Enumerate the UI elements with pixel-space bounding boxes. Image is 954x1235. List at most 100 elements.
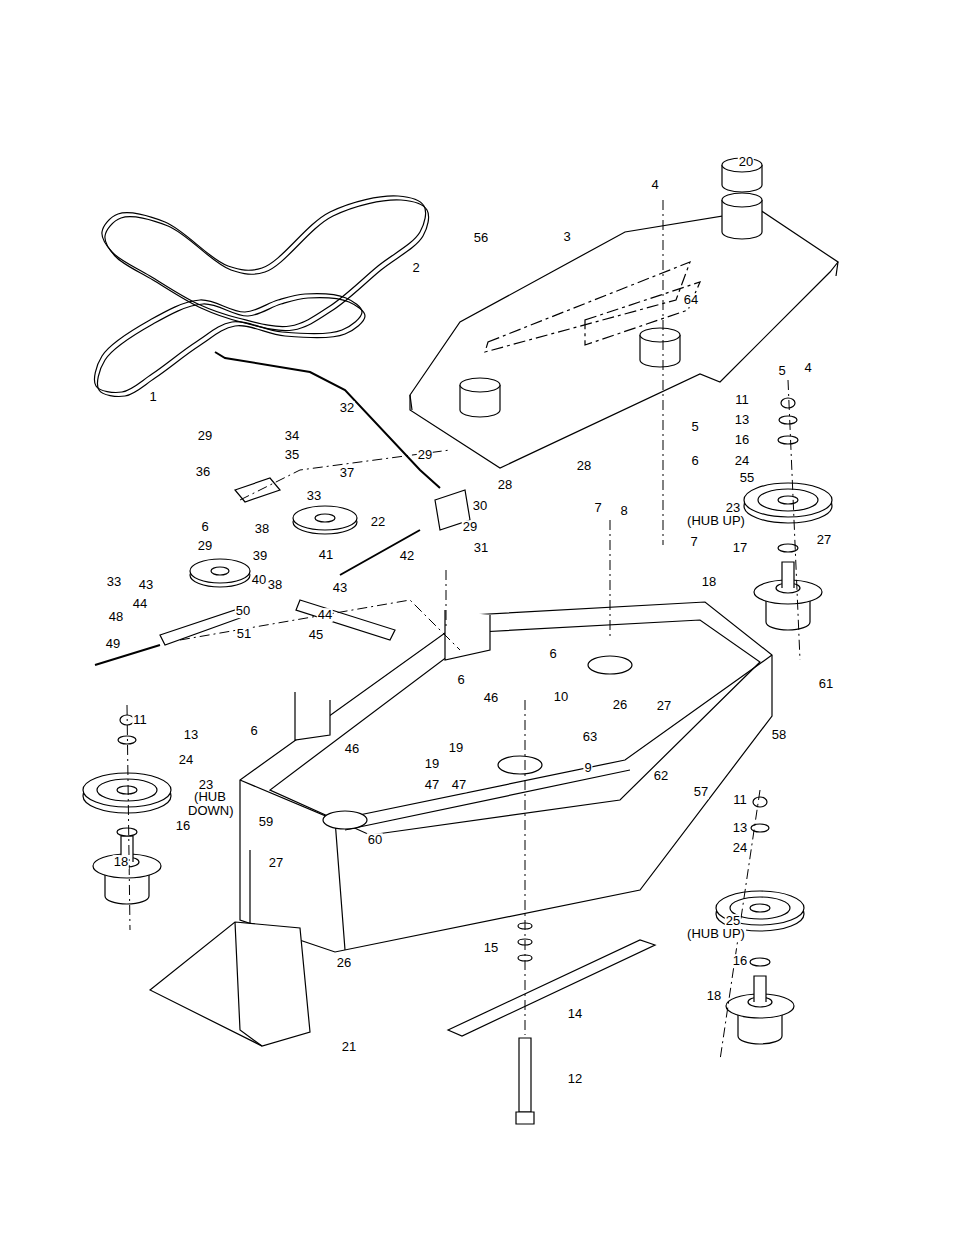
callout-number: 60: [367, 833, 383, 847]
callout-number: 27: [816, 533, 832, 547]
callout-number: 42: [399, 549, 415, 563]
leader-line: [720, 790, 760, 1060]
cover-cup: [460, 378, 500, 392]
callout-number: 1: [148, 390, 157, 404]
idler-pulley: [190, 559, 250, 583]
callout-number: 6: [249, 724, 258, 738]
callout-number: 24: [732, 841, 748, 855]
callout-number: 30: [472, 499, 488, 513]
callout-number: 8: [619, 504, 628, 518]
cover-cup: [722, 193, 762, 207]
callout-number: 17: [732, 541, 748, 555]
leader-line: [525, 700, 526, 1035]
callout-number: 35: [284, 448, 300, 462]
idler-bracket: [235, 478, 280, 502]
spindle-hole: [588, 656, 632, 674]
leader-line: [446, 570, 447, 630]
washer: [779, 416, 797, 424]
callout-number: 10: [553, 690, 569, 704]
idler-rod: [215, 352, 440, 488]
callout-number: (HUB UP): [686, 514, 746, 528]
leader-line: [663, 200, 664, 545]
decal-outline: [485, 262, 690, 352]
callout-number: 39: [252, 549, 268, 563]
callout-number: 43: [332, 581, 348, 595]
leader-line: [180, 600, 460, 650]
callout-number: 51: [236, 627, 252, 641]
nut: [781, 398, 795, 408]
spring: [95, 530, 420, 665]
callout-number: 6: [548, 647, 557, 661]
callout-number: 21: [341, 1040, 357, 1054]
washer: [117, 828, 137, 836]
callout-number: 50: [235, 604, 251, 618]
callout-number: 5: [690, 420, 699, 434]
callout-number: 55: [739, 471, 755, 485]
callout-number: 62: [653, 769, 669, 783]
callout-number: 18: [701, 575, 717, 589]
callout-number: 41: [318, 548, 334, 562]
leader-line: [127, 705, 130, 930]
callout-number: 16: [175, 819, 191, 833]
callout-number: 11: [734, 393, 750, 407]
callout-number: 63: [582, 730, 598, 744]
pulley-hub: [778, 496, 798, 504]
callout-number: 44: [132, 597, 148, 611]
callout-number: 33: [106, 575, 122, 589]
callout-number: 4: [803, 361, 812, 375]
idler-pulley: [293, 506, 357, 530]
callout-number: 12: [567, 1072, 583, 1086]
callout-number: 38: [267, 578, 283, 592]
leader-line: [610, 520, 611, 640]
callout-number: 46: [344, 742, 360, 756]
callout-number: 29: [462, 520, 478, 534]
callout-number: 47: [424, 778, 440, 792]
spindle-hole: [323, 811, 367, 829]
deck-cover: [410, 210, 838, 468]
v-belt: [102, 196, 426, 327]
deck-cover: [410, 262, 838, 410]
callout-number: 6: [200, 520, 209, 534]
mower-deck: [240, 602, 772, 952]
spindle-shaft: [754, 976, 766, 1002]
callout-number: 6: [690, 454, 699, 468]
callout-number: 7: [593, 501, 602, 515]
callout-number: 23: [725, 501, 741, 515]
callout-number: 46: [483, 691, 499, 705]
callout-number: 27: [656, 699, 672, 713]
callout-number: 64: [683, 293, 699, 307]
callout-number: (HUB DOWN): [187, 790, 233, 817]
callout-number: 29: [197, 539, 213, 553]
callout-number: 13: [183, 728, 199, 742]
callout-number: 38: [254, 522, 270, 536]
callout-number: 24: [178, 753, 194, 767]
callout-number: 19: [424, 757, 440, 771]
callout-number: 29: [197, 429, 213, 443]
idler-arm: [160, 610, 240, 645]
spindle-shaft: [782, 562, 794, 588]
pulley: [97, 779, 157, 801]
callout-number: 13: [734, 413, 750, 427]
callout-number: 27: [268, 856, 284, 870]
cover-cup: [640, 328, 680, 342]
callout-number: 26: [336, 956, 352, 970]
callout-number: 4: [650, 178, 659, 192]
callout-number: 34: [284, 429, 300, 443]
callout-number: 40: [251, 573, 267, 587]
pulley: [758, 489, 818, 511]
idler-hub: [211, 567, 229, 575]
spindle-flange: [93, 854, 161, 878]
blade-bolt: [516, 1112, 534, 1124]
callout-number: 37: [339, 466, 355, 480]
callout-number: 44: [317, 608, 333, 622]
callout-number: 36: [195, 465, 211, 479]
callout-number: 49: [105, 637, 121, 651]
idler-hub: [315, 514, 335, 522]
callout-number: 6: [456, 673, 465, 687]
callout-number: 56: [473, 231, 489, 245]
leader-line: [788, 380, 800, 660]
callout-number: 31: [473, 541, 489, 555]
callout-number: (HUB UP): [686, 927, 746, 941]
callout-number: 2: [411, 261, 420, 275]
